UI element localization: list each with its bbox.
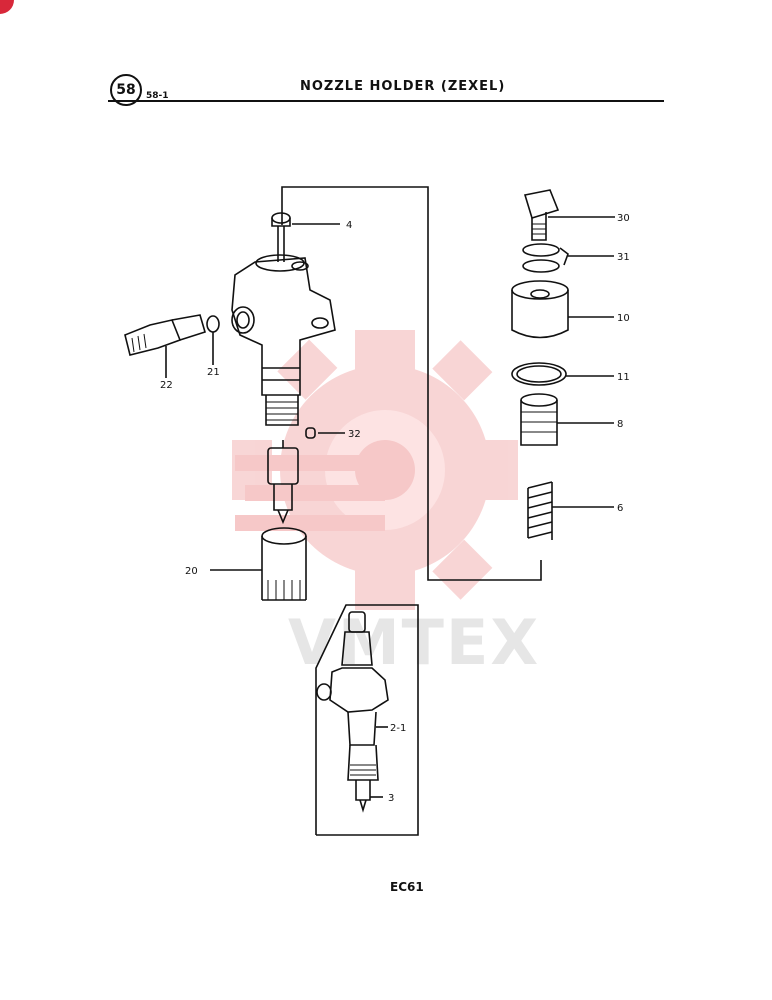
bracket-lines: [281, 186, 542, 581]
label-10: 10: [617, 313, 630, 324]
label-30: 30: [617, 213, 630, 224]
label-22: 22: [160, 380, 173, 391]
label-2-1: 2-1: [390, 723, 406, 734]
sub-code: 58-1: [146, 91, 169, 101]
page-header: 58 58-1 NOZZLE HOLDER (ZEXEL): [0, 0, 772, 120]
watermark-text: VMTEX: [288, 606, 541, 679]
part-20-nut: [210, 527, 307, 601]
assembly-inset: [315, 604, 419, 836]
label-8: 8: [617, 419, 623, 430]
part-6-spring: [527, 481, 614, 540]
part-31-washer: [522, 243, 614, 273]
page-number-badge: 58: [110, 74, 142, 106]
part-4-bolt: [271, 212, 340, 262]
part-22-connector: [124, 314, 206, 378]
part-30-bolt: [523, 189, 615, 241]
nozzle: [267, 440, 299, 525]
part-21-washer: [206, 315, 220, 365]
part-8-seat: [520, 393, 614, 446]
header-rule: [108, 100, 664, 102]
holder-body: [231, 254, 336, 426]
label-31: 31: [617, 252, 630, 263]
label-11: 11: [617, 372, 630, 383]
part-32-pin: [305, 427, 345, 439]
label-21: 21: [207, 367, 220, 378]
figure-code: EC61: [390, 880, 424, 894]
label-3: 3: [388, 793, 394, 804]
label-20: 20: [185, 566, 198, 577]
label-6: 6: [617, 503, 623, 514]
label-4: 4: [346, 220, 352, 231]
part-2-1-assembly: [316, 611, 389, 813]
page-title: NOZZLE HOLDER (ZEXEL): [300, 79, 506, 94]
part-11-oring: [511, 362, 614, 386]
part-10-capnut: [511, 280, 614, 339]
label-32: 32: [348, 429, 361, 440]
